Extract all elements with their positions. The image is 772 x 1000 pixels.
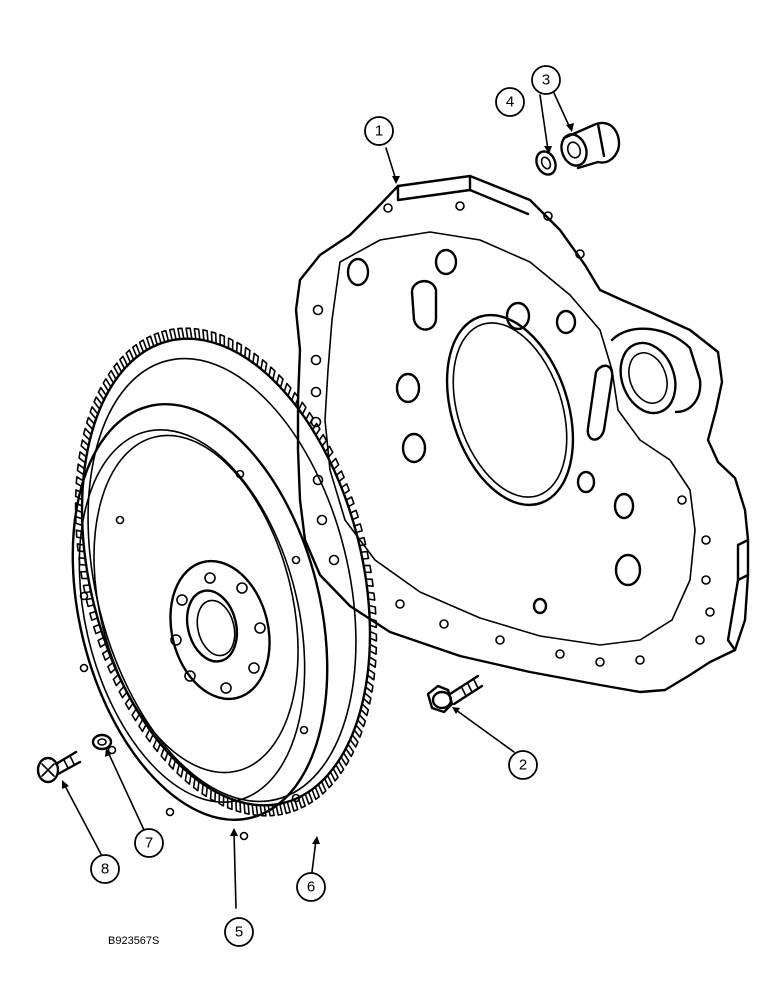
gear-teeth-path [74,327,378,817]
callout-3: 3 [531,65,561,95]
callout-8: 8 [90,854,120,884]
callout-2-label: 2 [519,757,527,774]
callout-4-label: 4 [506,94,514,111]
flywheel-housing-plate [294,174,750,694]
bolt-part-2 [426,674,484,714]
callout-3-label: 3 [542,72,550,89]
callout-6-label: 6 [307,879,315,896]
flywheel-part-5 [71,327,378,841]
callout-7-label: 7 [145,835,153,852]
callout-8-label: 8 [101,861,109,878]
callout-5: 5 [224,917,254,947]
callout-4: 4 [495,87,525,117]
callout-1-label: 1 [375,123,383,140]
callout-5-label: 5 [235,924,243,941]
callout-2: 2 [508,750,538,780]
figure-reference-code: B923567S [108,935,159,947]
callout-1: 1 [364,116,394,146]
washer-part-7 [91,733,113,751]
screw-part-8 [36,750,82,784]
perimeter-holes [310,201,715,667]
ring-gear-teeth [74,327,378,817]
bushing-part-3 [560,121,621,170]
o-ring-part-4 [535,150,557,176]
leader-lines [62,92,574,909]
callout-7: 7 [134,828,164,858]
callout-6: 6 [296,872,326,902]
